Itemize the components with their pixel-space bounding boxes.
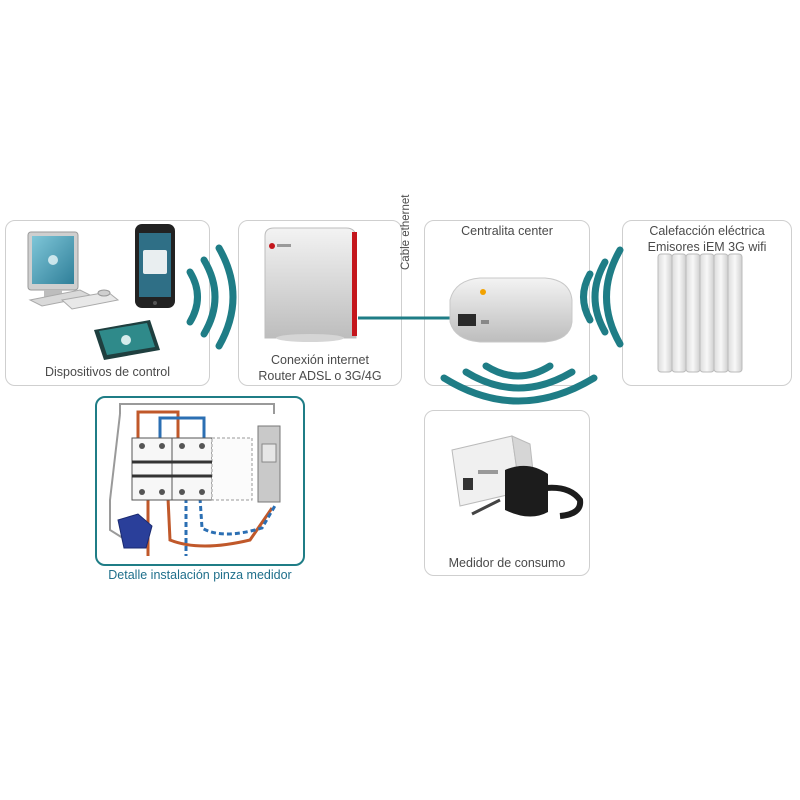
radiator-icon [657, 253, 743, 373]
desktop-computer-icon [27, 231, 120, 310]
wifi-signal-icon-hub-down [440, 362, 598, 405]
router-label-line1: Conexión internet [271, 353, 369, 367]
meter-label: Medidor de consumo [448, 556, 566, 570]
heater-label-line1: Calefacción eléctrica [649, 224, 765, 238]
hub-label: Centralita center [461, 224, 553, 238]
detail-installation-label: Detalle instalación pinza medidor [108, 568, 292, 582]
smartphone-icon [135, 224, 175, 308]
router-label-line2: Router ADSL o 3G/4G [258, 369, 382, 383]
heater-label-line2: Emisores iEM 3G wifi [647, 240, 767, 254]
control-devices-label: Dispositivos de control [44, 365, 171, 379]
wifi-signal-icon-devices [186, 244, 237, 350]
tablet-icon [94, 320, 160, 360]
router-icon [264, 227, 357, 342]
wifi-signal-icon-hub-right [580, 246, 624, 348]
hub-device-icon [449, 277, 573, 343]
consumption-meter-icon [451, 435, 584, 519]
breaker-panel-illustration [109, 403, 281, 556]
